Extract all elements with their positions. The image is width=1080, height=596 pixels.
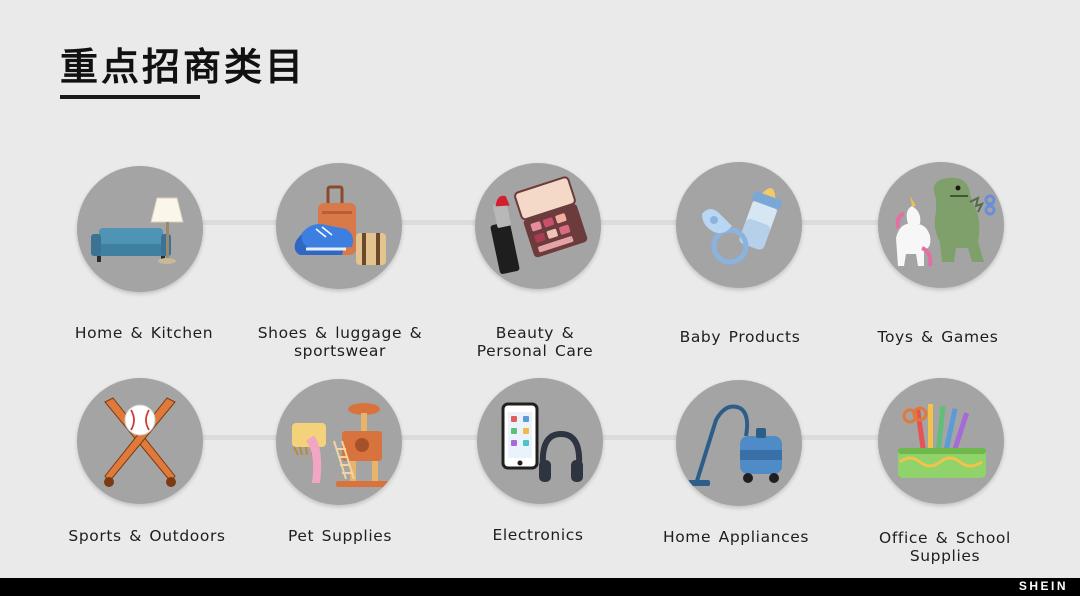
label-line: Sports & Outdoors xyxy=(68,527,226,545)
category-label: Sports & Outdoors xyxy=(47,527,247,545)
label-line: Baby Products xyxy=(679,328,801,346)
label-line: Toys & Games xyxy=(877,328,999,346)
title-underline xyxy=(60,95,200,99)
cat-tree-icon xyxy=(292,403,388,487)
category-label: Pet Supplies xyxy=(240,527,440,545)
lipstick-palette-icon xyxy=(490,176,588,274)
pencil-case-icon xyxy=(898,404,986,478)
label-line: Home & Kitchen xyxy=(74,324,214,342)
label-line: Shoes & luggage & xyxy=(257,324,423,342)
category-electronics[interactable] xyxy=(477,378,603,504)
category-label: Shoes & luggage & sportswear xyxy=(240,324,440,360)
label-line: Pet Supplies xyxy=(287,527,393,545)
sofa-lamp-icon xyxy=(91,197,184,264)
baseball-bats-icon xyxy=(104,397,176,487)
unicorn-dinosaur-icon xyxy=(895,177,996,267)
brand-logo: SHEIN xyxy=(1018,579,1068,593)
category-office-school-supplies[interactable] xyxy=(878,378,1004,504)
footer-bar: SHEIN xyxy=(0,578,1080,596)
page-title: 重点招商类目 xyxy=(60,45,307,89)
category-label: Baby Products xyxy=(640,328,840,346)
category-label: Office & School Supplies xyxy=(845,529,1045,565)
category-beauty-personal-care[interactable] xyxy=(475,163,601,289)
label-line: Home Appliances xyxy=(662,528,810,546)
baby-bottle-pacifier-icon xyxy=(702,188,783,265)
category-label: Electronics xyxy=(438,526,638,544)
category-home-kitchen[interactable] xyxy=(77,166,203,292)
label-line: Electronics xyxy=(492,526,584,544)
category-label: Beauty & Personal Care xyxy=(435,324,635,360)
label-line: Beauty & xyxy=(495,324,575,342)
label-line: sportswear xyxy=(293,342,386,360)
category-shoes-luggage-sportswear[interactable] xyxy=(276,163,402,289)
phone-headphones-icon xyxy=(501,402,583,482)
category-label: Home Appliances xyxy=(636,528,836,546)
label-line: Office & School xyxy=(879,529,1011,547)
shoes-luggage-icon xyxy=(294,185,386,265)
label-line: Personal Care xyxy=(476,342,594,360)
category-pet-supplies[interactable] xyxy=(276,379,402,505)
vacuum-cleaner-icon xyxy=(688,404,782,486)
category-sports-outdoors[interactable] xyxy=(77,378,203,504)
category-label: Toys & Games xyxy=(838,328,1038,346)
category-home-appliances[interactable] xyxy=(676,380,802,506)
category-label: Home & Kitchen xyxy=(44,324,244,342)
category-toys-games[interactable] xyxy=(878,162,1004,288)
label-line: Supplies xyxy=(909,547,981,565)
category-baby-products[interactable] xyxy=(676,162,802,288)
